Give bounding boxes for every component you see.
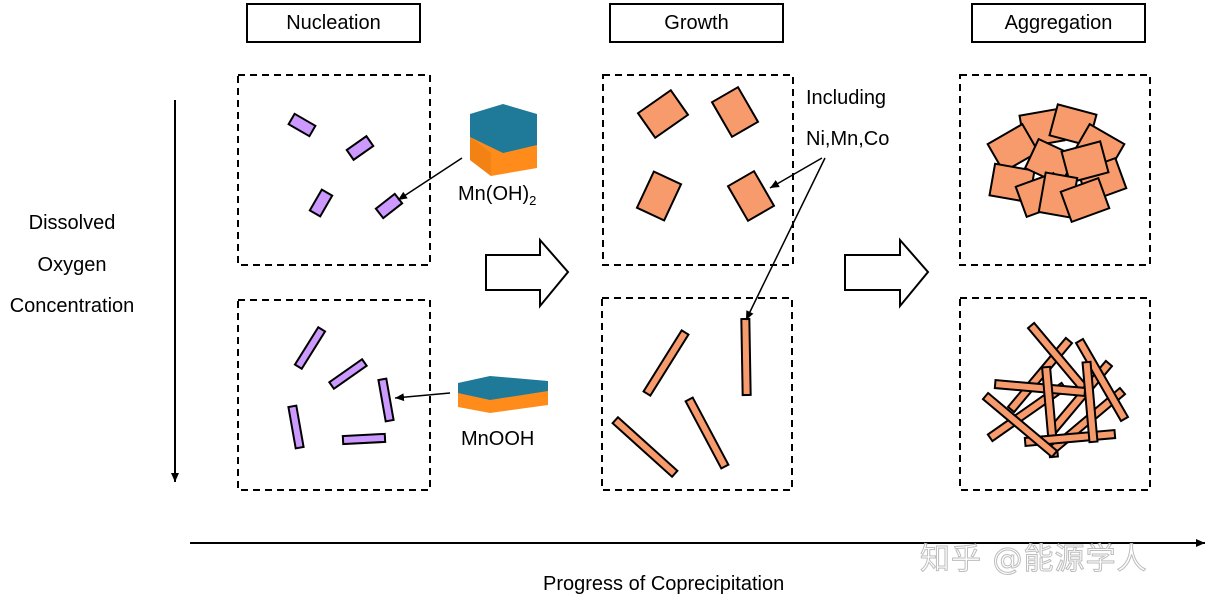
panel-growth-high: [602, 74, 794, 266]
panel-nucleation-low: [237, 299, 431, 491]
panel-aggregation-high: [959, 74, 1151, 266]
pointer-growth-rod: [745, 157, 826, 321]
stage-title-growth: Growth: [609, 3, 784, 43]
pointer-growth-plate: [769, 157, 823, 189]
panel-nucleation-high: [237, 74, 431, 266]
pointer-mn-oh2: [397, 157, 463, 201]
pointer-mnooh: [394, 392, 451, 402]
stage-arrow-2: [844, 237, 930, 309]
nuclei-plates: [287, 112, 404, 220]
panel-growth-low: [601, 297, 793, 491]
grown-rods: [611, 317, 752, 479]
y-axis-label-line2: Oxygen: [37, 254, 107, 276]
y-axis-label-line1: Dissolved: [28, 212, 116, 234]
stage-title-aggregation: Aggregation: [971, 3, 1146, 43]
aggregate-rods: [981, 321, 1130, 459]
mnooh-crystal-icon: [458, 376, 548, 413]
watermark: 知乎 @能源学人: [920, 542, 1148, 578]
mn-oh2-crystal-icon: [470, 104, 537, 176]
x-axis-label: Progress of Coprecipitation: [543, 573, 785, 595]
grown-plates: [635, 85, 776, 223]
label-mnooh: MnOOH: [461, 428, 535, 450]
growth-note-line1: Including: [806, 87, 887, 109]
y-axis-label-line3: Concentration: [9, 295, 135, 317]
stage-arrow-1: [485, 237, 570, 309]
nuclei-needles: [287, 325, 395, 450]
label-mn-oh2: Mn(OH)2: [458, 183, 537, 208]
aggregate-sphere: [986, 103, 1128, 224]
stage-title-nucleation: Nucleation: [246, 3, 421, 43]
growth-note-line2: Ni,Mn,Co: [806, 128, 890, 150]
